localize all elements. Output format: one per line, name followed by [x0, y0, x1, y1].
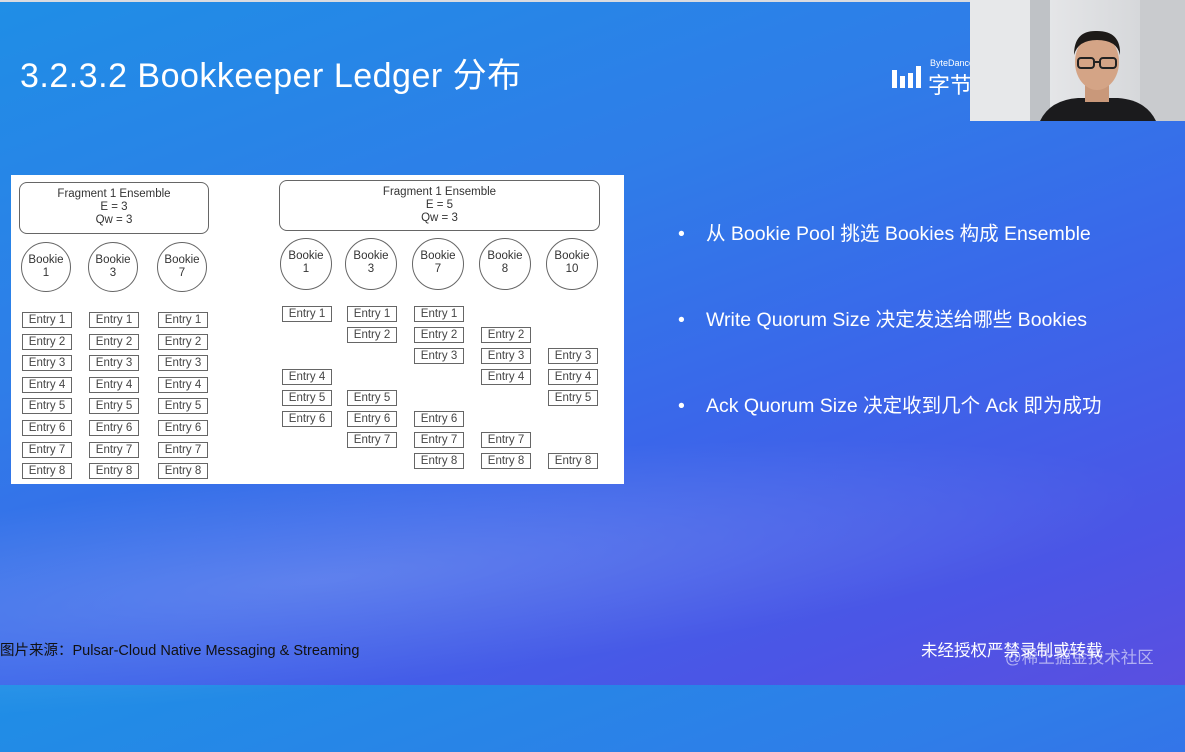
fragment-box-right-line: E = 5 — [425, 199, 454, 211]
bookie-node-line: 8 — [501, 263, 509, 275]
entry-box: Entry 6 — [89, 420, 139, 436]
entry-box: Entry 5 — [89, 398, 139, 415]
entry-box: Entry 3 — [548, 348, 598, 364]
watermark: @稀土掘金技术社区 — [1005, 649, 1154, 667]
bookie-node-line: 3 — [367, 263, 375, 275]
entry-box: Entry 5 — [347, 390, 397, 406]
entry-box: Entry 7 — [481, 432, 531, 448]
fragment-box-left-line: Qw = 3 — [95, 214, 133, 226]
entry-box: Entry 2 — [347, 327, 397, 343]
entry-box: Entry 1 — [22, 312, 72, 328]
slide-title: 3.2.3.2 Bookkeeper Ledger 分布 — [20, 57, 522, 95]
entry-box: Entry 2 — [89, 333, 139, 350]
entry-box: Entry 6 — [158, 420, 208, 436]
entry-box: Entry 1 — [347, 306, 397, 322]
entry-box: Entry 4 — [481, 369, 531, 385]
top-border — [0, 0, 1185, 2]
fragment-box-left-line: Fragment 1 Ensemble — [57, 188, 171, 200]
entry-box: Entry 4 — [158, 376, 208, 393]
entry-box: Entry 6 — [414, 411, 464, 427]
entry-box: Entry 3 — [414, 348, 464, 364]
entry-box: Entry 3 — [158, 355, 208, 372]
entry-box: Entry 2 — [22, 333, 72, 350]
entry-box: Entry 8 — [22, 463, 72, 480]
bookie-node-line: 7 — [434, 263, 442, 275]
bullet-text: Ack Quorum Size 决定收到几个 Ack 即为成功 — [706, 395, 1102, 417]
fragment-box-right-line: Fragment 1 Ensemble — [382, 186, 497, 198]
entry-box: Entry 8 — [481, 453, 531, 469]
entry-box: Entry 2 — [481, 327, 531, 343]
entry-box: Entry 3 — [481, 348, 531, 364]
logo-text: 字节 — [928, 73, 973, 98]
entry-box: Entry 4 — [89, 376, 139, 393]
entry-box: Entry 7 — [347, 432, 397, 448]
entry-box: Entry 5 — [548, 390, 598, 406]
bullet-text: Write Quorum Size 决定发送给哪些 Bookies — [706, 309, 1088, 331]
logo-brand: ByteDance — [930, 58, 975, 68]
entry-box: Entry 1 — [89, 312, 139, 328]
entry-box: Entry 2 — [158, 333, 208, 350]
bullet-item-ack-quorum: •Ack Quorum Size 决定收到几个 Ack 即为成功 — [678, 395, 1102, 417]
bookie-node-line: Bookie — [554, 250, 590, 262]
entry-box: Entry 4 — [22, 376, 72, 393]
bookie-node-line: Bookie — [95, 254, 131, 266]
bytedance-logo: ByteDance 字节 — [892, 58, 975, 98]
bullet-item-write-quorum: •Write Quorum Size 决定发送给哪些 Bookies — [678, 309, 1088, 331]
bookie-node-line: 1 — [302, 263, 310, 275]
bookie-node-line: Bookie — [288, 250, 324, 262]
entry-box: Entry 7 — [89, 441, 139, 458]
bookie-node-line: Bookie — [353, 250, 389, 262]
entry-box: Entry 3 — [89, 355, 139, 372]
entry-box: Entry 4 — [548, 369, 598, 385]
bookie-node-line: 3 — [109, 267, 117, 279]
entry-box: Entry 3 — [22, 355, 72, 372]
presenter-photo — [1030, 0, 1185, 121]
entry-box: Entry 7 — [158, 441, 208, 458]
fragment-box-right-line: Qw = 3 — [421, 212, 458, 224]
bookie-node-line: Bookie — [420, 250, 456, 262]
entry-box: Entry 8 — [414, 453, 464, 469]
entry-box: Entry 2 — [414, 327, 464, 343]
entry-box: Entry 1 — [282, 306, 332, 322]
entry-box: Entry 8 — [89, 463, 139, 480]
entry-box: Entry 6 — [22, 420, 72, 436]
entry-box: Entry 5 — [22, 398, 72, 415]
image-source: 图片来源：Pulsar-Cloud Native Messaging & Str… — [0, 643, 360, 659]
bookie-node-line: Bookie — [28, 254, 64, 266]
copyright-notice: 未经授权严禁录制或转载 — [921, 642, 1103, 660]
bullet-text: 从 Bookie Pool 挑选 Bookies 构成 Ensemble — [706, 223, 1091, 245]
bookie-node-line: 7 — [178, 267, 186, 279]
entry-box: Entry 8 — [548, 453, 598, 469]
entry-box: Entry 5 — [158, 398, 208, 415]
bookie-node-line: 10 — [565, 263, 579, 275]
bookie-node-line: Bookie — [487, 250, 523, 262]
entry-box: Entry 6 — [282, 411, 332, 427]
bytedance-bars-icon — [892, 66, 921, 88]
presenter-webcam — [970, 0, 1185, 121]
bookie-node-line: Bookie — [164, 254, 200, 266]
entry-box: Entry 5 — [282, 390, 332, 406]
entry-box: Entry 8 — [158, 463, 208, 480]
bullet-item-ensemble: •从 Bookie Pool 挑选 Bookies 构成 Ensemble — [678, 223, 1091, 245]
entry-box: Entry 1 — [414, 306, 464, 322]
entry-box: Entry 6 — [347, 411, 397, 427]
entry-box: Entry 7 — [414, 432, 464, 448]
fragment-box-left-line: E = 3 — [100, 201, 128, 213]
entry-box: Entry 1 — [158, 312, 208, 328]
entry-box: Entry 4 — [282, 369, 332, 385]
bookie-node-line: 1 — [42, 267, 50, 279]
entry-box: Entry 7 — [22, 441, 72, 458]
